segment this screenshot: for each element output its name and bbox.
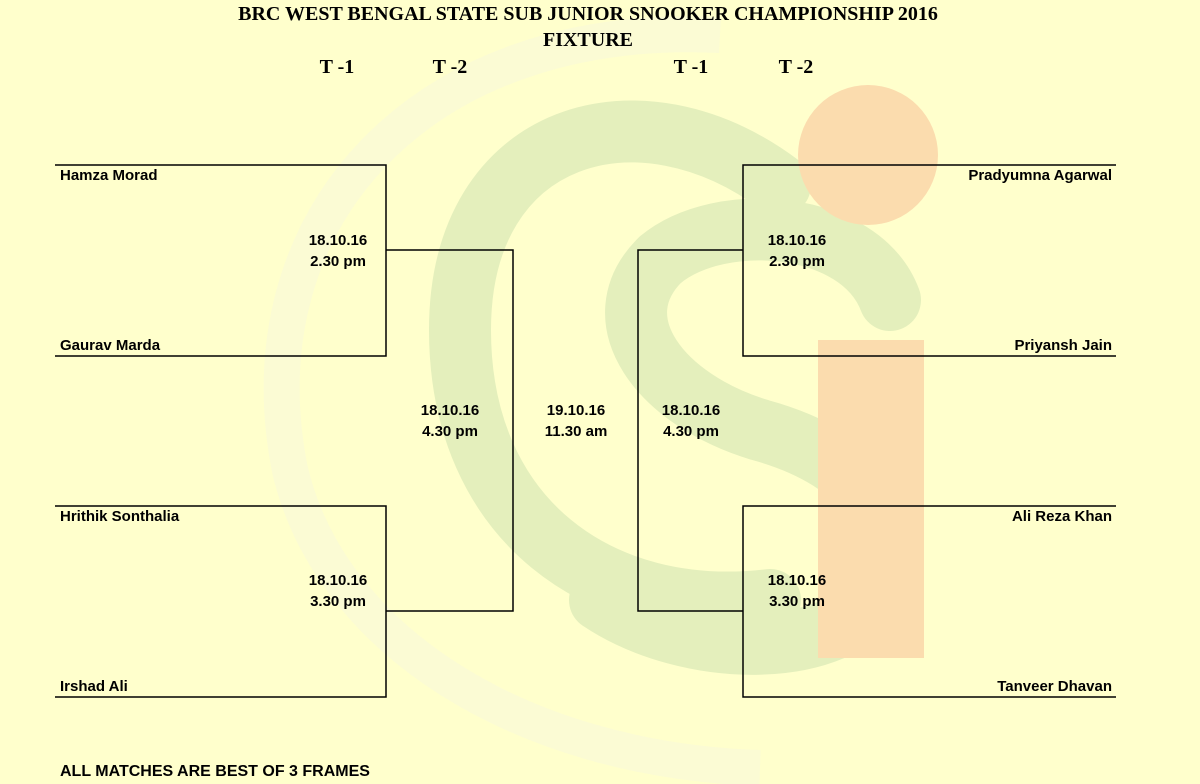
match-time: 4.30 pm bbox=[422, 423, 478, 440]
match-time: 3.30 pm bbox=[769, 593, 825, 610]
match-date: 18.10.16 bbox=[767, 572, 827, 589]
match-date: 18.10.16 bbox=[767, 232, 827, 249]
left-round-2-label: T -2 bbox=[432, 56, 468, 78]
right-round-1-label: T -1 bbox=[673, 56, 709, 78]
match-date: 18.10.16 bbox=[420, 402, 480, 419]
right-round-2-label: T -2 bbox=[778, 56, 814, 78]
player-name: Pradyumna Agarwal bbox=[968, 167, 1112, 184]
match-time: 4.30 pm bbox=[663, 423, 719, 440]
player-name: Hrithik Sonthalia bbox=[60, 508, 180, 525]
player-name: Hamza Morad bbox=[60, 167, 158, 184]
player-name: Tanveer Dhavan bbox=[997, 678, 1112, 695]
match-schedule: 18.10.16 3.30 pm bbox=[293, 570, 383, 612]
match-schedule: 18.10.16 2.30 pm bbox=[752, 230, 842, 272]
footer-note: ALL MATCHES ARE BEST OF 3 FRAMES bbox=[60, 763, 370, 780]
player-name: Ali Reza Khan bbox=[1011, 508, 1112, 525]
player-name: Gaurav Marda bbox=[60, 337, 161, 354]
player-name: Irshad Ali bbox=[60, 678, 128, 695]
match-schedule: 18.10.16 2.30 pm bbox=[293, 230, 383, 272]
page-title: BRC WEST BENGAL STATE SUB JUNIOR SNOOKER… bbox=[238, 3, 938, 25]
left-round-1-label: T -1 bbox=[319, 56, 355, 78]
match-time: 2.30 pm bbox=[310, 253, 366, 270]
final-schedule: 19.10.16 11.30 am bbox=[531, 400, 621, 442]
match-time: 3.30 pm bbox=[310, 593, 366, 610]
match-date: 18.10.16 bbox=[308, 572, 368, 589]
match-date: 18.10.16 bbox=[661, 402, 721, 419]
semifinal-schedule: 18.10.16 4.30 pm bbox=[646, 400, 736, 442]
match-schedule: 18.10.16 3.30 pm bbox=[752, 570, 842, 612]
page-subtitle: FIXTURE bbox=[542, 29, 633, 51]
match-date: 19.10.16 bbox=[546, 402, 606, 419]
player-name: Priyansh Jain bbox=[1014, 337, 1112, 354]
match-time: 11.30 am bbox=[544, 423, 608, 440]
match-time: 2.30 pm bbox=[769, 253, 825, 270]
match-date: 18.10.16 bbox=[308, 232, 368, 249]
semifinal-schedule: 18.10.16 4.30 pm bbox=[405, 400, 495, 442]
